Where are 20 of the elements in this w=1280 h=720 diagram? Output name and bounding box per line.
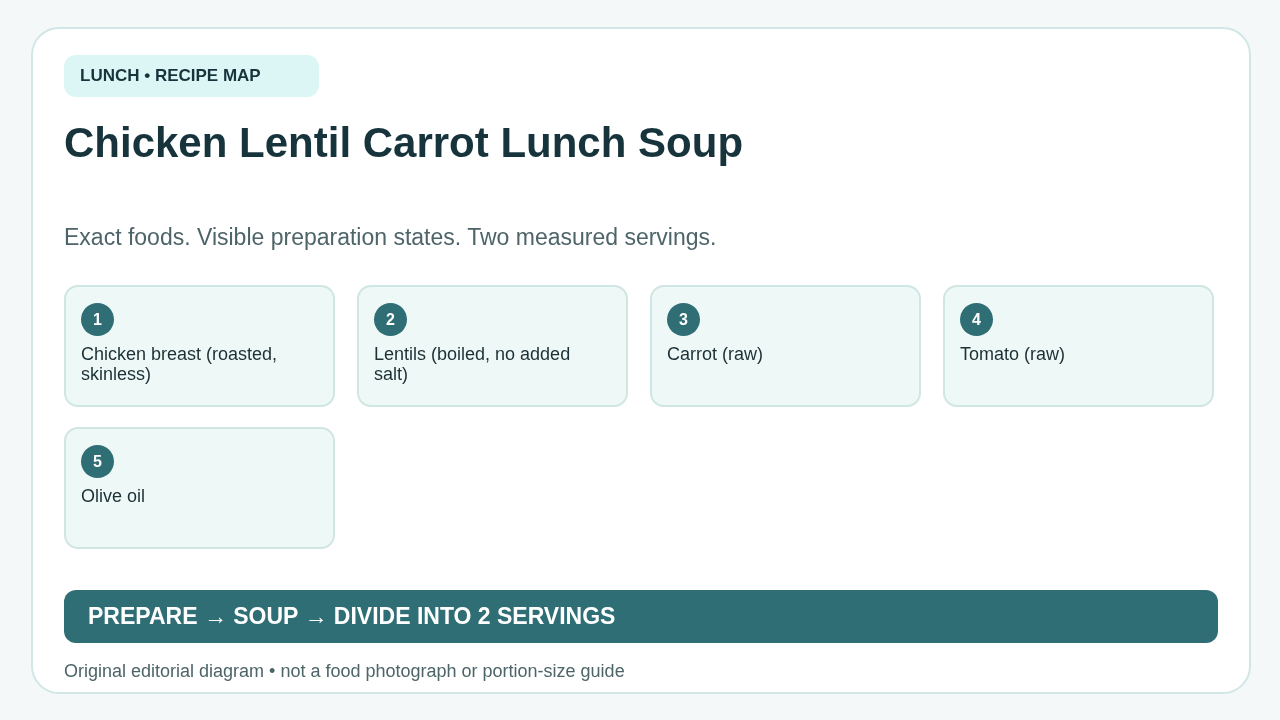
ingredient-card [357,285,628,407]
ingredient-card [64,285,335,407]
ingredient-name: Tomato (raw) [960,344,1067,364]
subtitle: Exact foods. Visible preparation states. Two measured servings. [64,223,717,251]
step-number: 4 [960,303,993,336]
ingredient-card [64,427,335,549]
step-number: 3 [667,303,700,336]
title: Chicken Lentil Carrot Lunch Soup [64,118,744,168]
step-number: 5 [81,445,114,478]
process-banner: PREPARE → SOUP → DIVIDE INTO 2 SERVINGS [64,590,1218,643]
ingredient-card [650,285,921,407]
category-tag: LUNCH • RECIPE MAP [64,55,319,97]
step-number: 1 [81,303,114,336]
ingredient-name: Lentils (boiled, no added salt) [374,344,572,384]
ingredient-card [943,285,1214,407]
ingredient-name: Chicken breast (roasted, skinless) [81,344,279,384]
step-number: 2 [374,303,407,336]
ingredient-name: Olive oil [81,486,147,506]
ingredient-name: Carrot (raw) [667,344,764,364]
footnote: Original editorial diagram • not a food photograph or portion-size guide [64,660,625,683]
